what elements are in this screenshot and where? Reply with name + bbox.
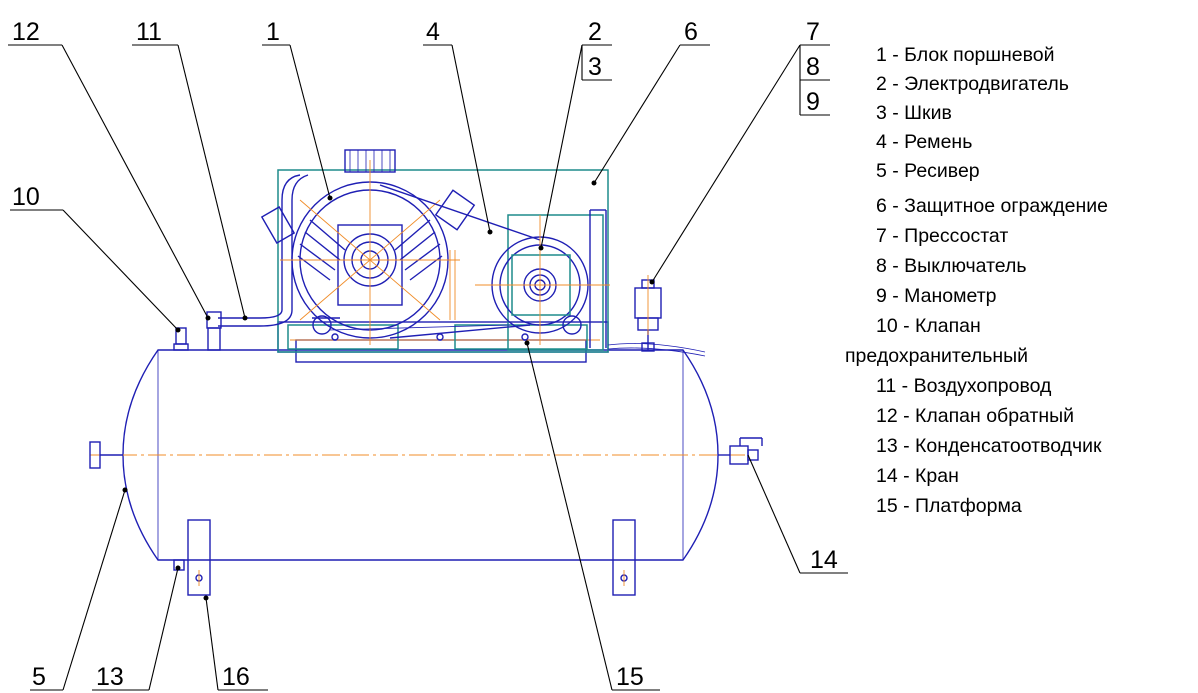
callout-13: 13 [96, 663, 124, 691]
callout-8: 8 [806, 53, 820, 81]
leader-dots [122, 180, 655, 601]
legend-item: 15 - Платформа [876, 495, 1022, 517]
callout-4: 4 [426, 18, 440, 46]
air-pipe [218, 309, 293, 327]
legend-item: 7 - Прессостат [876, 225, 1008, 247]
tap [718, 437, 763, 465]
callout-7: 7 [806, 18, 820, 46]
legend-item: 6 - Защитное ограждение [876, 195, 1108, 217]
legend-item: предохранительный [845, 345, 1028, 367]
receiver-legs [187, 519, 636, 596]
platform [277, 321, 609, 363]
legend-item: 9 - Манометр [876, 285, 997, 307]
receiver [89, 349, 745, 561]
piston-block [260, 149, 476, 345]
legend-item: 3 - Шкив [876, 102, 952, 124]
legend-item: 11 - Воздухопровод [876, 375, 1052, 397]
callout-15: 15 [616, 663, 644, 691]
callout-labels: 12 11 1 4 2 3 6 7 8 9 10 14 5 13 16 15 [12, 18, 838, 691]
protective-guard [277, 169, 609, 353]
callout-14: 14 [810, 546, 838, 574]
callout-6: 6 [684, 18, 698, 46]
safety-valve [173, 327, 189, 351]
legend-item: 1 - Блок поршневой [876, 44, 1055, 66]
callout-11: 11 [136, 18, 162, 46]
motor-mount [312, 315, 582, 335]
callout-10: 10 [12, 183, 40, 211]
legend-item: 4 - Ремень [876, 131, 972, 153]
legend-item: 2 - Электродвигатель [876, 73, 1069, 95]
legend-item: 13 - Конденсатоотводчик [876, 435, 1102, 457]
legend-item: 10 - Клапан [876, 315, 981, 337]
legend-item: 8 - Выключатель [876, 255, 1027, 277]
callout-3: 3 [588, 53, 602, 81]
belt [329, 184, 541, 339]
callout-16: 16 [222, 663, 250, 691]
pressure-switch [607, 275, 706, 357]
callout-5: 5 [32, 663, 46, 691]
legend: 1 - Блок поршневой 2 - Электродвигатель … [845, 44, 1108, 517]
callout-2: 2 [588, 18, 602, 46]
electric-motor [475, 215, 610, 345]
legend-item: 14 - Кран [876, 465, 959, 487]
legend-item: 12 - Клапан обратный [876, 405, 1074, 427]
callout-9: 9 [806, 88, 820, 116]
callout-12: 12 [12, 18, 40, 46]
leader-lines [8, 44, 848, 691]
legend-item: 5 - Ресивер [876, 160, 980, 182]
callout-1: 1 [266, 18, 280, 46]
